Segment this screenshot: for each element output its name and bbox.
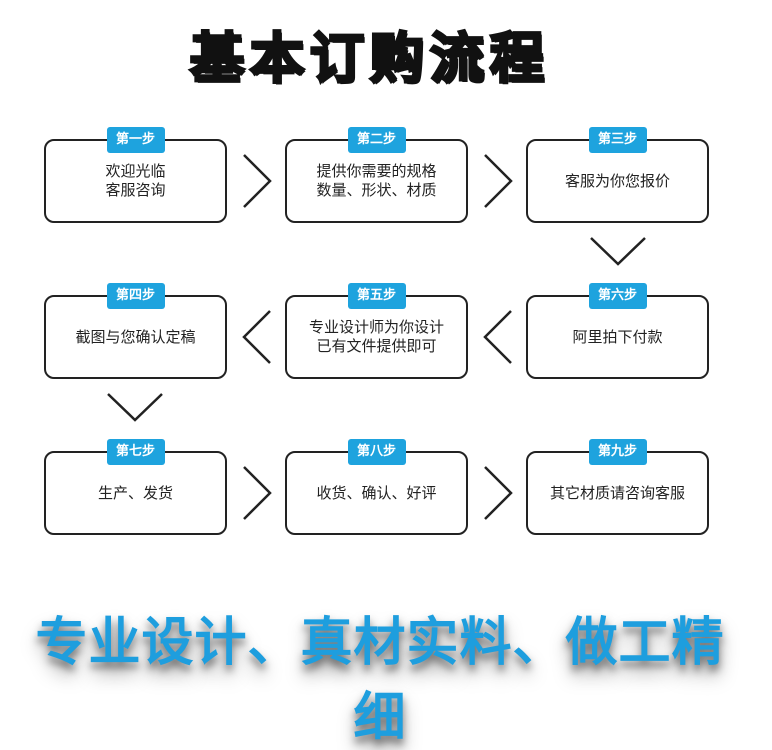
page-title: 基本订购流程: [189, 26, 550, 92]
step-9-badge: 第九步: [588, 439, 647, 465]
step-5-text: 专业设计师为你设计 已有文件提供即可: [308, 318, 444, 355]
step-6-text: 阿里拍下付款: [572, 327, 663, 346]
step-4-badge: 第四步: [106, 283, 165, 309]
slogan: 专业设计、真材实料、做工精细: [35, 612, 725, 748]
step-6-box: 第六步 阿里拍下付款: [526, 283, 709, 379]
step-1-box: 第一步 欢迎光临 客服咨询: [44, 127, 227, 223]
chevron-right-icon: [243, 154, 272, 208]
step-8-badge: 第八步: [347, 439, 406, 465]
step-9-box: 第九步 其它材质请咨询客服: [526, 439, 709, 535]
chevron-right-icon: [484, 154, 513, 208]
step-6-badge: 第六步: [588, 283, 647, 309]
step-2-text: 提供你需要的规格 数量、形状、材质: [316, 162, 437, 199]
step-1-badge: 第一步: [106, 127, 165, 153]
chevron-left-icon: [483, 310, 512, 364]
step-3-badge: 第三步: [588, 127, 647, 153]
step-1-text: 欢迎光临 客服咨询: [105, 162, 166, 199]
step-5-badge: 第五步: [347, 283, 406, 309]
step-3-text: 客服为你您报价: [564, 171, 670, 190]
chevron-right-icon: [243, 466, 272, 520]
chevron-right-icon: [484, 466, 513, 520]
step-4-box: 第四步 截图与您确认定稿: [44, 283, 227, 379]
step-9-text: 其它材质请咨询客服: [549, 483, 685, 502]
step-7-badge: 第七步: [106, 439, 165, 465]
step-8-box: 第八步 收货、确认、好评: [285, 439, 468, 535]
step-7-box: 第七步 生产、发货: [44, 439, 227, 535]
step-4-text: 截图与您确认定稿: [75, 327, 196, 346]
step-2-badge: 第二步: [347, 127, 406, 153]
step-5-box: 第五步 专业设计师为你设计 已有文件提供即可: [285, 283, 468, 379]
chevron-left-icon: [242, 310, 271, 364]
chevron-down-icon: [590, 237, 646, 266]
step-7-text: 生产、发货: [97, 483, 173, 502]
step-2-box: 第二步 提供你需要的规格 数量、形状、材质: [285, 127, 468, 223]
step-3-box: 第三步 客服为你您报价: [526, 127, 709, 223]
step-8-text: 收货、确认、好评: [316, 483, 437, 502]
chevron-down-icon: [107, 393, 163, 422]
